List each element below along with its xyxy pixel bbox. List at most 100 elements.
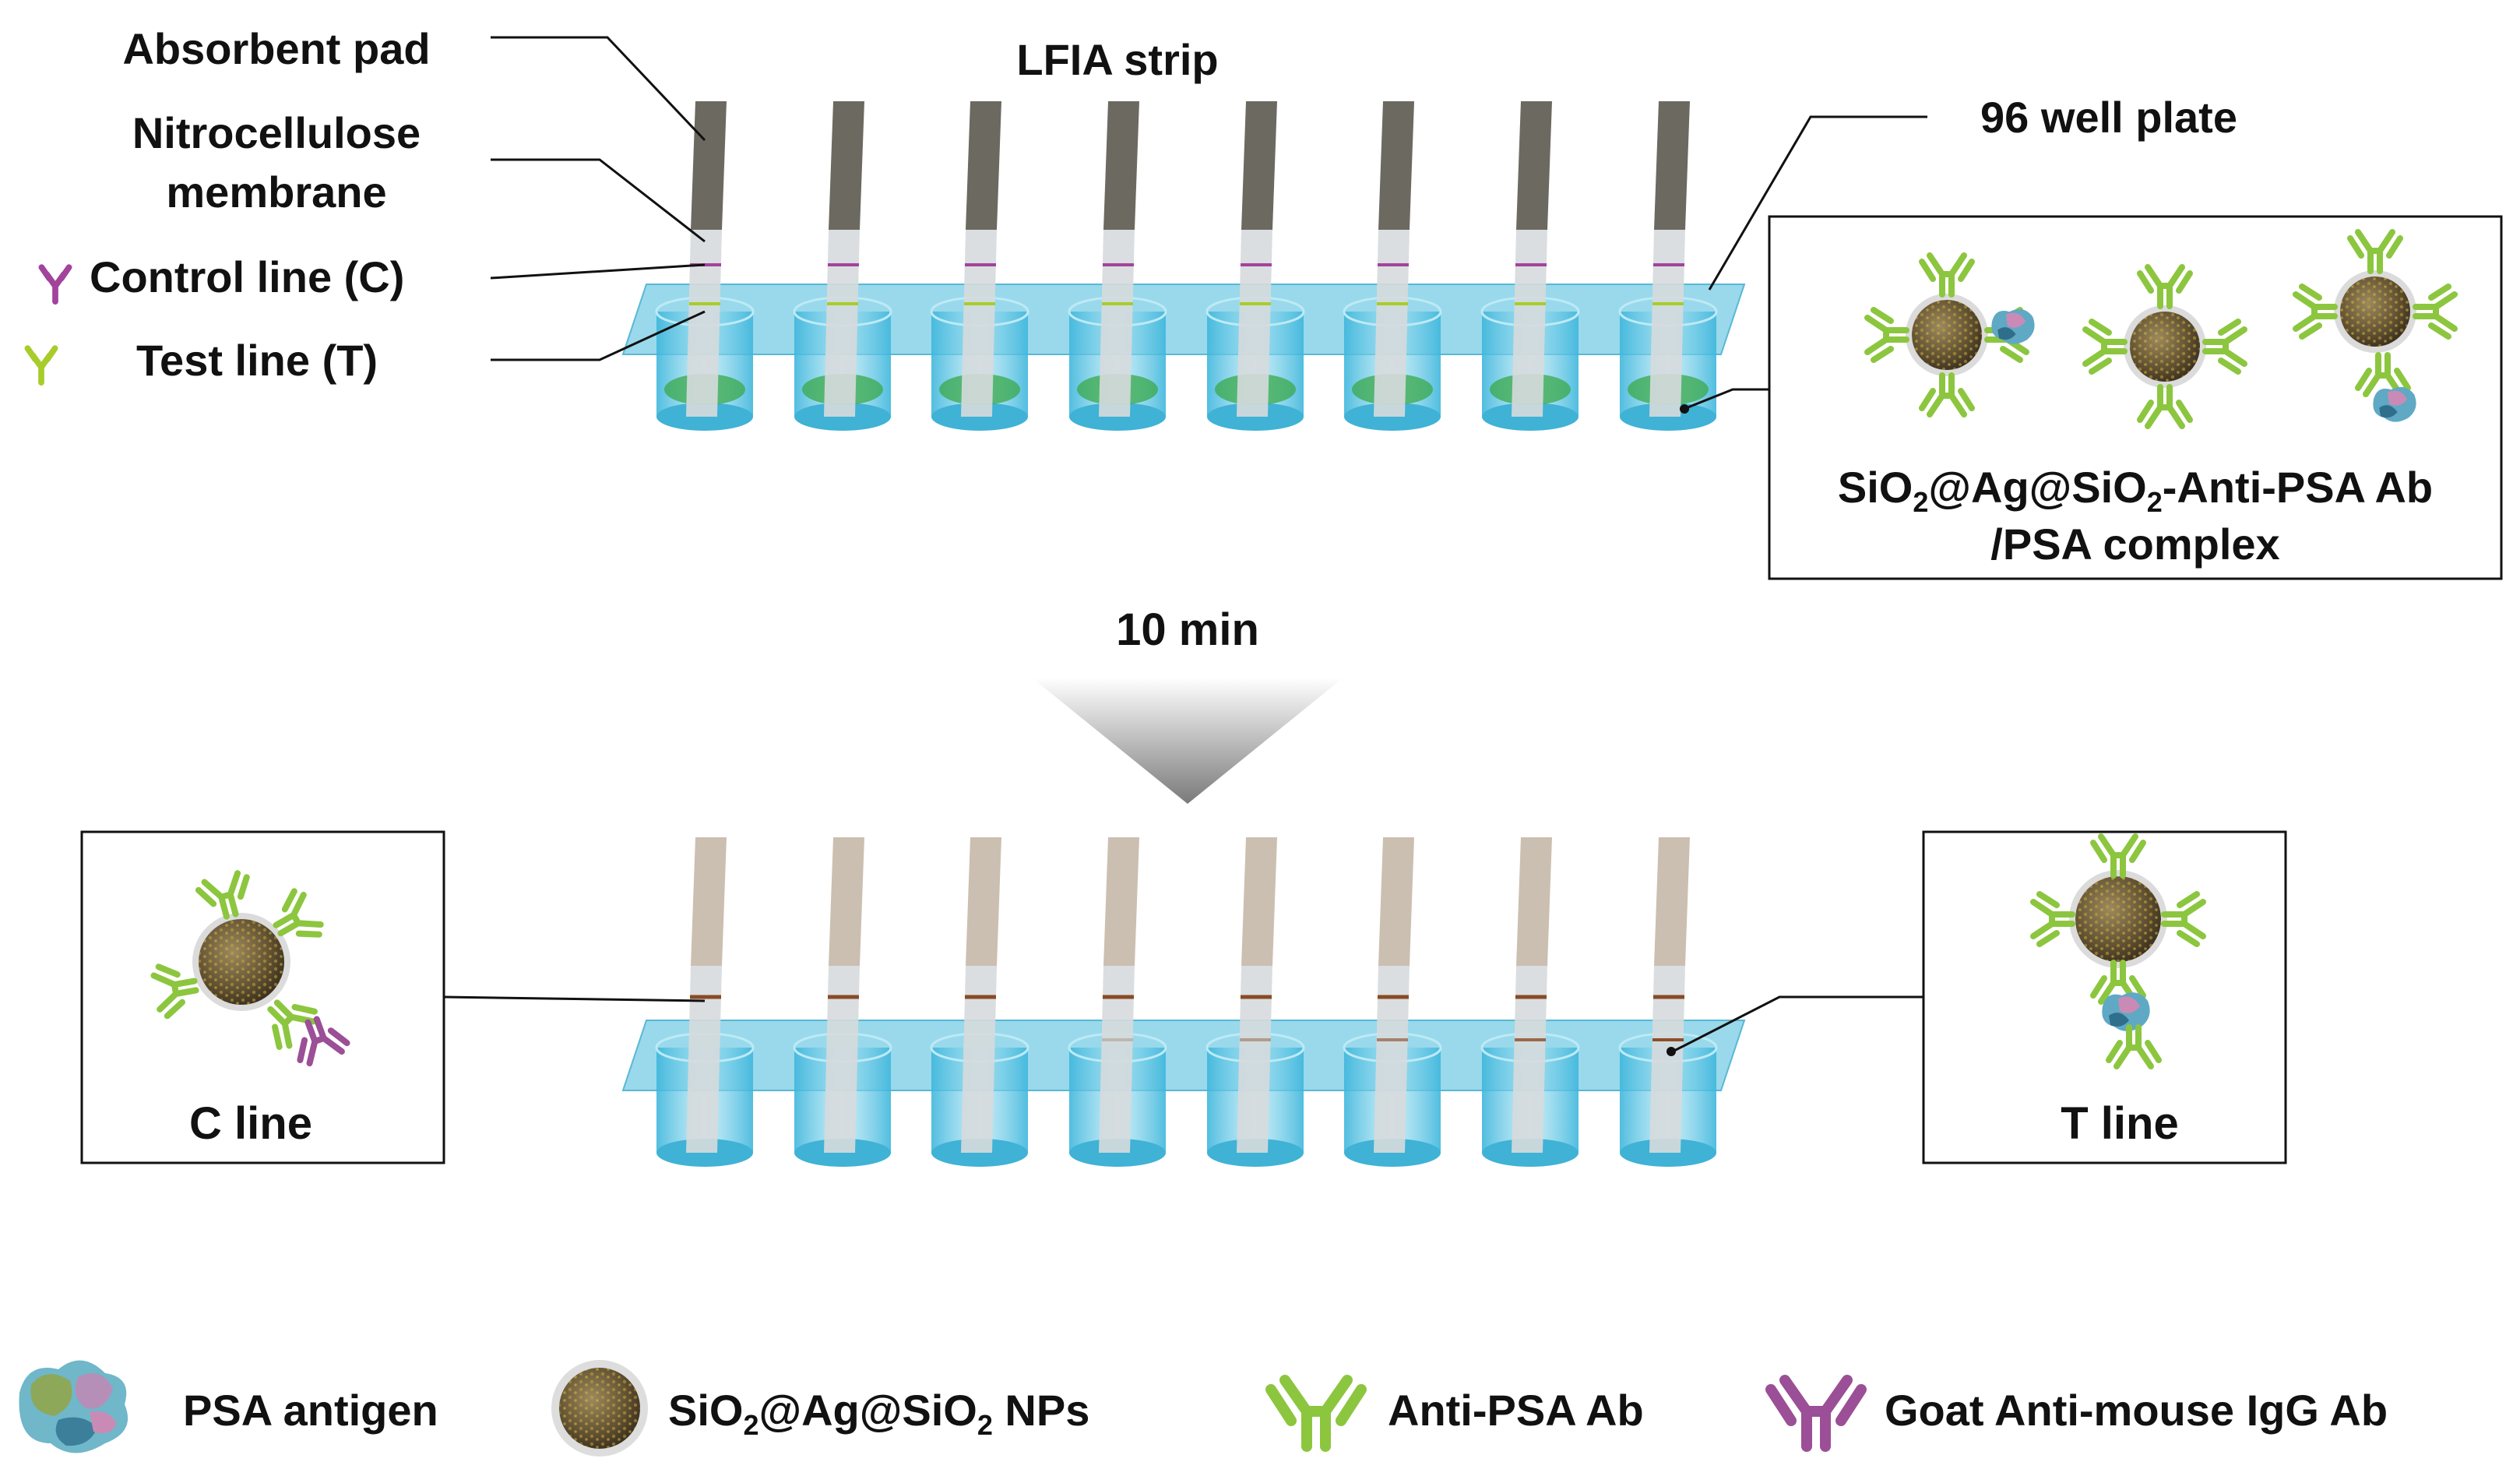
antibody-icon	[2082, 319, 2128, 375]
absorbent-pad	[691, 837, 727, 966]
complex-label-line1: SiO2@Ag@SiO2-Anti-PSA Ab	[1838, 463, 2433, 518]
membrane	[824, 230, 860, 417]
absorbent-pad	[691, 101, 727, 230]
legend-nanoparticles: SiO2@Ag@SiO2 NPs	[668, 1386, 1089, 1441]
top-strips	[686, 101, 1690, 417]
t-line-leader-dot	[1667, 1047, 1676, 1056]
test-line-antibody-icon	[24, 345, 58, 386]
c-line-complex-icon	[150, 870, 350, 1067]
top-panel: Absorbent pad Nitrocellulose membrane Co…	[24, 24, 2503, 580]
absorbent-pad	[829, 837, 864, 966]
absorbent-pad	[1241, 837, 1277, 966]
plate-leader	[1708, 115, 1927, 291]
membrane	[1649, 966, 1685, 1153]
nanoparticle-icon	[2069, 870, 2167, 968]
absorbent-pad	[1378, 101, 1414, 230]
antibody-icon	[2137, 264, 2193, 309]
antibody-icon	[297, 1016, 350, 1067]
psa-antigen-icon	[2102, 992, 2150, 1031]
lfia-strip	[824, 101, 864, 417]
test-line-leader	[491, 310, 706, 361]
membrane	[1374, 966, 1410, 1153]
absorbent-pad	[1378, 837, 1414, 966]
lfia-strip	[961, 837, 1001, 1153]
antibody-icon	[2090, 960, 2146, 1005]
complex-label-line2: /PSA complex	[1990, 520, 2279, 569]
membrane	[1512, 966, 1547, 1153]
lfia-strip	[824, 837, 864, 1153]
complex-leader	[1685, 388, 1769, 410]
antibody-icon	[2413, 284, 2458, 340]
antibody-icon	[1919, 372, 1975, 417]
legend-anti-psa-ab: Anti-PSA Ab	[1388, 1386, 1644, 1435]
antibody-icon	[2355, 352, 2411, 397]
nanoparticle-icon	[1906, 294, 1988, 376]
t-line-leader	[1672, 995, 1923, 1053]
membrane	[961, 966, 997, 1153]
psa-antigen-icon	[1991, 308, 2035, 344]
antibody-icon	[150, 963, 199, 1020]
legend-goat-ab: Goat Anti-mouse IgG Ab	[1885, 1386, 2388, 1435]
lfia-strip	[1099, 101, 1139, 417]
t-line-complex-icon	[2030, 833, 2206, 1069]
antibody-icon	[1864, 307, 1909, 363]
down-arrow-icon	[1032, 678, 1343, 804]
psa-antigen-icon	[19, 1360, 128, 1453]
nanoparticle-icon	[551, 1360, 648, 1457]
membrane	[1512, 230, 1547, 417]
lfia-strip	[686, 837, 727, 1153]
absorbent-pad	[1516, 837, 1552, 966]
lfia-strip	[1512, 101, 1552, 417]
test-line-label: Test line (T)	[136, 336, 378, 385]
absorbent-pad	[1103, 101, 1139, 230]
step-arrow: 10 min	[1032, 604, 1343, 804]
complex-leader-dot	[1680, 404, 1689, 414]
membrane	[1099, 966, 1135, 1153]
antibody-icon	[2030, 891, 2075, 947]
membrane-label-line2: membrane	[166, 167, 386, 217]
membrane	[1374, 230, 1410, 417]
antibody-icon	[195, 870, 250, 920]
lfia-strip	[961, 101, 1001, 417]
membrane	[1099, 230, 1135, 417]
lfia-strip	[1374, 101, 1414, 417]
antibody-icon	[2347, 229, 2403, 274]
antibody-icon	[273, 888, 324, 938]
membrane-leader	[491, 158, 706, 243]
absorbent-pad	[1516, 101, 1552, 230]
absorbent-pad	[829, 101, 864, 230]
antibody-icon	[1919, 252, 1975, 298]
top-wells	[655, 296, 1718, 431]
antibody-icon	[2293, 284, 2338, 340]
lfia-strip	[1649, 101, 1690, 417]
membrane	[1237, 230, 1272, 417]
control-line-leader	[490, 263, 706, 280]
absorbent-pad	[1103, 837, 1139, 966]
membrane	[961, 230, 997, 417]
lfia-strip	[1099, 837, 1139, 1153]
psa-antigen-icon	[2373, 386, 2416, 422]
c-line-leader	[443, 995, 706, 1002]
antibody-icon	[2137, 384, 2193, 429]
bottom-strips	[686, 837, 1690, 1153]
absorbent-pad	[966, 837, 1001, 966]
c-line-label: C line	[189, 1098, 312, 1149]
step-time-label: 10 min	[1116, 604, 1259, 655]
nanoparticle-icon	[2334, 270, 2416, 353]
legend: PSA antigen SiO2@Ag@SiO2 NPs Anti-PSA Ab…	[19, 1360, 2388, 1457]
lfia-strip	[1649, 837, 1690, 1153]
legend-psa-antigen: PSA antigen	[183, 1386, 438, 1435]
lfia-strip	[1512, 837, 1552, 1153]
lfia-strip-title: LFIA strip	[1016, 35, 1218, 84]
antibody-icon	[267, 999, 318, 1050]
absorbent-pad	[1654, 101, 1690, 230]
control-line-label: Control line (C)	[90, 252, 404, 301]
control-line-antibody-icon	[38, 264, 72, 305]
absorbent-pad-label: Absorbent pad	[122, 24, 430, 73]
anti-psa-ab-icon	[1265, 1375, 1367, 1452]
nanoparticle-icon	[192, 913, 290, 1011]
goat-ab-icon	[1765, 1375, 1867, 1452]
t-line-label: T line	[2061, 1098, 2178, 1149]
absorbent-pad-leader	[491, 36, 706, 142]
